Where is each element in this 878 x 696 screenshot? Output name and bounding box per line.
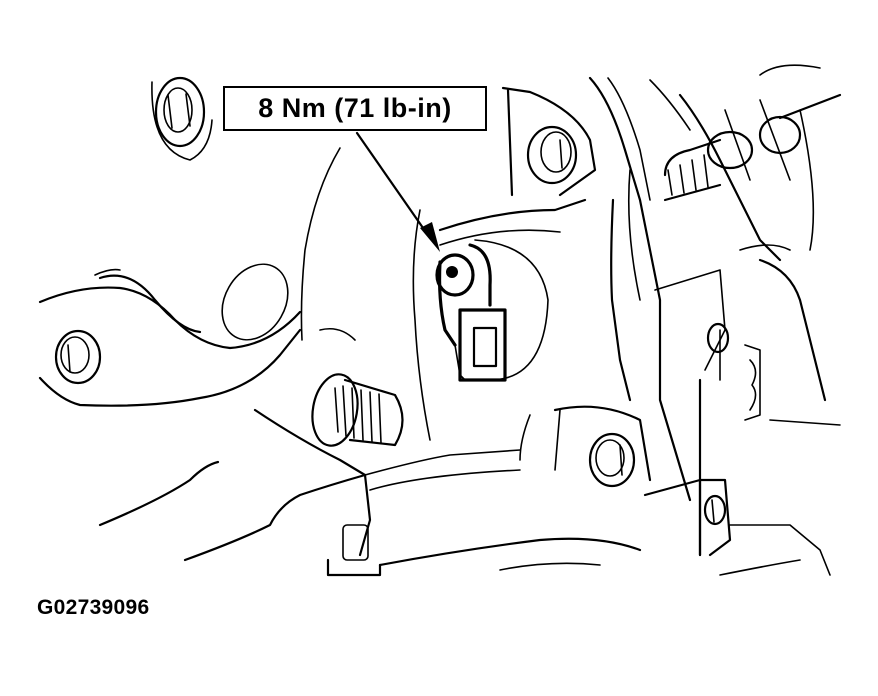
threaded-stud xyxy=(311,327,404,447)
torque-label: 8 Nm (71 lb-in) xyxy=(258,93,452,123)
bolt-center-right xyxy=(519,405,652,488)
lower-body-lines xyxy=(98,408,642,571)
bolt-bottom xyxy=(326,524,382,577)
sensor-with-connector xyxy=(435,243,507,382)
bolt-left xyxy=(54,329,102,385)
housing-outline xyxy=(300,147,587,441)
bolt-top-left xyxy=(151,76,213,161)
bracket-vertical xyxy=(588,76,726,557)
bracket-lower-right xyxy=(643,322,831,576)
bolt-right-stud xyxy=(663,93,842,251)
callout-leader-arrow xyxy=(355,131,440,252)
left-arm xyxy=(38,263,302,407)
bracket-top xyxy=(501,86,597,197)
torque-callout: 8 Nm (71 lb-in) xyxy=(223,86,487,131)
bracket-right xyxy=(649,64,841,426)
figure-id: G02739096 xyxy=(37,596,150,619)
